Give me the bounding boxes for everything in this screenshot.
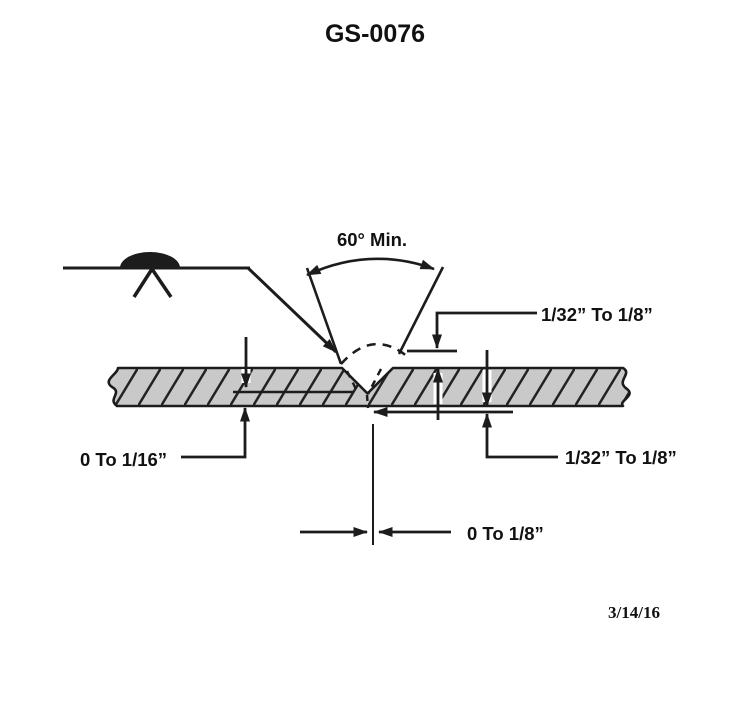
groove-angle-label: 60° Min. <box>337 229 407 250</box>
revision-date: 3/14/16 <box>608 603 660 622</box>
root-opening-label: 0 To 1/8” <box>467 523 544 544</box>
root-face-leader-arrow <box>181 407 250 459</box>
weld-symbol-vgroove-left-leg <box>132 268 154 298</box>
groove-angle-extension-left <box>305 267 343 365</box>
dashed-root-line <box>365 394 370 409</box>
groove-angle-extension-right <box>397 266 445 355</box>
dashed-left-bevel-edge <box>345 370 359 392</box>
weld-symbol-leader-arrow <box>246 266 338 354</box>
face-reinforcement-callout <box>432 311 537 349</box>
page-title: GS-0076 <box>325 20 425 48</box>
groove-angle-arc-arrow <box>306 257 435 277</box>
weld-symbol-vgroove-right-leg <box>150 268 173 298</box>
dimensions <box>181 311 558 545</box>
weld-symbol-contour-dome <box>120 252 180 268</box>
face-reinforcement-label: 1/32” To 1/8” <box>541 304 653 325</box>
root-face-label: 0 To 1/16” <box>80 449 167 470</box>
dashed-right-bevel-edge <box>366 368 383 395</box>
plate-cross-section <box>107 366 631 408</box>
plate-body <box>107 366 631 408</box>
weld-symbol <box>63 252 338 354</box>
root-reinforcement-label: 1/32” To 1/8” <box>565 447 677 468</box>
root-reinforcement-up-arrow <box>482 413 558 459</box>
groove-angle-annotation <box>305 257 445 365</box>
